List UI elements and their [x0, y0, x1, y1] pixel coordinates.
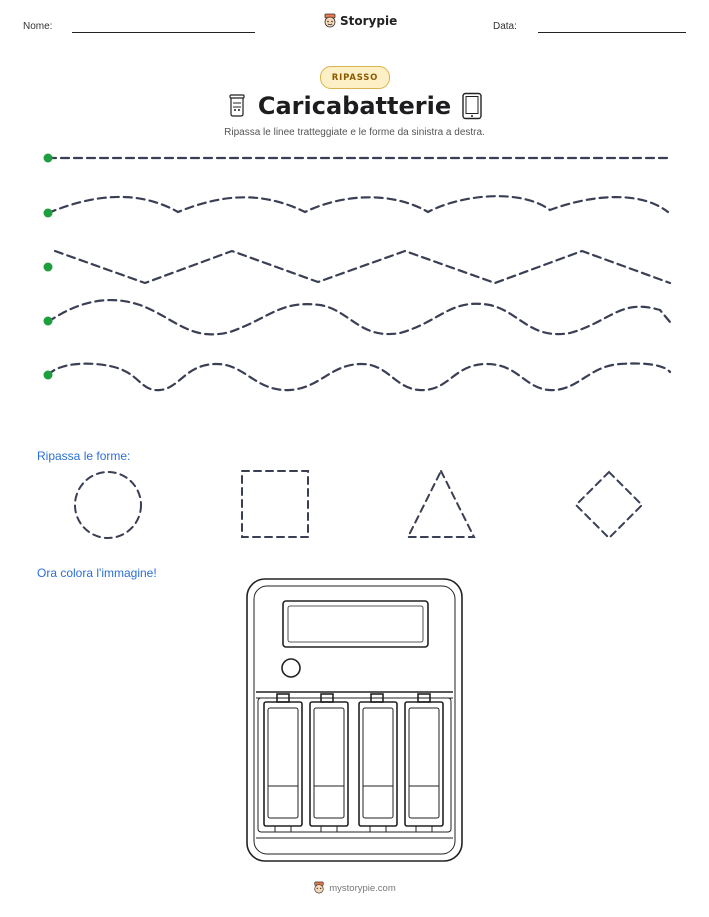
shapes-section-label: Ripassa le forme:	[37, 449, 131, 463]
name-label: Nome:	[23, 21, 53, 32]
battery-slot-1	[263, 693, 303, 833]
start-dot-5	[43, 370, 53, 380]
jar-icon	[228, 93, 246, 122]
footer-url[interactable]: mystorypie.com	[329, 882, 396, 894]
footer: mystorypie.com	[0, 881, 709, 895]
date-field-line[interactable]	[538, 32, 686, 33]
storypie-mascot-icon	[324, 13, 336, 28]
brand-name: Storypie	[340, 14, 398, 28]
battery-charger-illustration	[246, 578, 463, 862]
instructions: Ripassa le linee tratteggiate e le forme…	[224, 127, 485, 138]
start-dot-1	[43, 153, 53, 163]
start-dot-4	[43, 316, 53, 326]
trace-line-wave[interactable]	[46, 299, 672, 336]
name-field-line[interactable]	[72, 32, 255, 33]
storypie-mascot-icon	[314, 881, 324, 894]
shape-triangle[interactable]	[406, 468, 476, 538]
shape-circle[interactable]	[74, 471, 142, 539]
shape-square[interactable]	[241, 470, 309, 538]
battery-slot-2	[309, 693, 349, 833]
brand-logo: Storypie	[323, 13, 397, 29]
shape-diamond[interactable]	[574, 470, 644, 540]
tablet-icon	[461, 92, 483, 125]
start-dot-2	[43, 208, 53, 218]
date-label: Data:	[493, 21, 517, 32]
trace-line-soft-wave[interactable]	[46, 195, 670, 215]
page-title: Caricabatterie	[257, 92, 452, 120]
color-section-label: Ora colora l'immagine!	[37, 566, 157, 580]
trace-line-zigzag[interactable]	[53, 249, 672, 285]
trace-line-loop-wave[interactable]	[46, 362, 672, 392]
review-badge: RIPASSO	[320, 66, 390, 89]
battery-slot-4	[404, 693, 444, 833]
start-dot-3	[43, 262, 53, 272]
battery-slot-3	[358, 693, 398, 833]
